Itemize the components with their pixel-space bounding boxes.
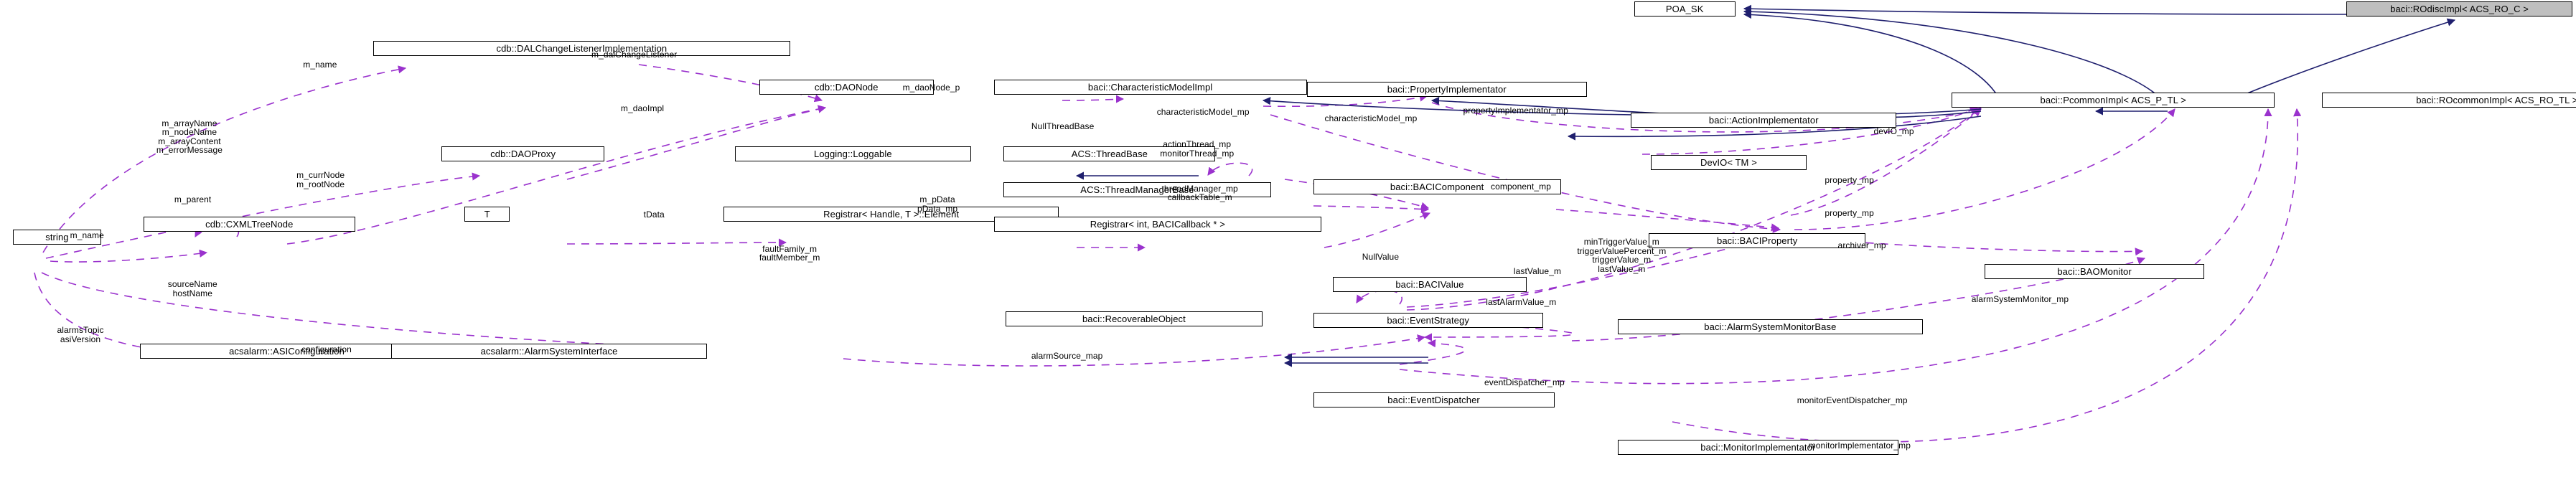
class-node-rodiscimpl[interactable]: baci::ROdiscImpl< ACS_RO_C > [2346, 1, 2573, 17]
inheritance-edges [1075, 4, 2456, 367]
edge-label-m_name_top: m_name [303, 59, 337, 70]
class-node-devio[interactable]: DevIO< TM > [1650, 154, 1807, 170]
class-node-recoverableobject[interactable]: baci::RecoverableObject [1005, 311, 1263, 326]
class-node-dalchangelistener[interactable]: cdb::DALChangeListenerImplementation [373, 40, 790, 56]
edge-label-eventdispatcher_mp: eventDispatcher_mp [1484, 377, 1565, 387]
edge-label-m_daoimpl: m_daoImpl [620, 103, 665, 114]
class-node-string[interactable]: string [13, 230, 101, 245]
class-node-t[interactable]: T [464, 207, 510, 222]
class-node-poask[interactable]: POA_SK [1634, 1, 1736, 17]
edge-label-component_mp: component_mp [1491, 182, 1551, 192]
class-node-daoproxy[interactable]: cdb::DAOProxy [441, 146, 605, 162]
class-node-loggable[interactable]: Logging::Loggable [734, 146, 971, 162]
class-node-pcommonimpl[interactable]: baci::PcommonImpl< ACS_P_TL > [1952, 93, 2275, 108]
edge-label-archiver_mp: archiver_mp [1837, 240, 1886, 250]
class-node-eventstrategy[interactable]: baci::EventStrategy [1313, 312, 1543, 328]
class-node-eventdispatcher[interactable]: baci::EventDispatcher [1313, 392, 1555, 408]
class-node-daonode[interactable]: cdb::DAONode [759, 80, 934, 95]
class-node-bacivalue[interactable]: baci::BACIValue [1332, 276, 1527, 292]
edge-label-nullthreadbase: NullThreadBase [1031, 121, 1095, 132]
edge-label-property_mp2: property_mp [1825, 207, 1874, 218]
edge-label-m_parent: m_parent [174, 194, 212, 205]
class-node-registrar_int[interactable]: Registrar< int, BACICallback * > [993, 216, 1321, 232]
class-node-registrar_handle[interactable]: Registrar< Handle, T >::Element [723, 207, 1059, 222]
edge-label-m_daochangelistener: m_dalChangeListener [591, 50, 678, 60]
edge-label-monitorimplementator_mp: monitorImplementator_mp [1808, 440, 1911, 451]
class-node-rocommonimpl[interactable]: baci::ROcommonImpl< ACS_RO_TL > [2321, 93, 2576, 108]
edge-label-property_mp1: property_mp [1825, 175, 1874, 186]
class-node-cxmltreenode[interactable]: cdb::CXMLTreeNode [143, 216, 355, 232]
edge-label-mintrigger: minTriggerValue_m triggerValuePercent_m … [1577, 237, 1667, 274]
class-node-propertyimplementator[interactable]: baci::PropertyImplementator [1306, 81, 1587, 97]
class-node-threadmanagerbase[interactable]: ACS::ThreadManagerBase [1003, 182, 1271, 198]
edge-label-sourcename: sourceName hostName [167, 279, 217, 298]
class-node-alarmsysteminterface[interactable]: acsalarm::AlarmSystemInterface [390, 343, 708, 359]
edge-label-alarmstopic: alarmsTopic asiVersion [57, 325, 104, 344]
edge-label-lastalarmvalue_m: lastAlarmValue_m [1486, 297, 1557, 308]
edge-label-characteristicmodel_mp1: characteristicModel_mp [1156, 106, 1250, 117]
edge-label-faultfamily: faultFamily_m faultMember_m [759, 243, 820, 263]
class-node-baciproperty[interactable]: baci::BACIProperty [1649, 232, 1866, 248]
edge-label-lastvalue_m_left: lastValue_m [1513, 266, 1562, 277]
edge-label-configuration: configuration [301, 344, 352, 355]
edge-label-devio_mp: devIO_mp [1873, 126, 1914, 137]
edge-label-monitoreventdispatcher_mp: monitorEventDispatcher_mp [1797, 395, 1908, 405]
class-node-asiconfig[interactable]: acsalarm::ASIConfiguration [140, 343, 434, 359]
class-node-alarmsystemmonitorbase[interactable]: baci::AlarmSystemMonitorBase [1618, 319, 1923, 334]
edge-label-actionthread: actionThread_mp monitorThread_mp [1160, 139, 1235, 159]
edge-label-m_arraynames: m_arrayName m_nodeName m_arrayContent m_… [156, 118, 223, 156]
edge-label-m_pdata: m_pData pData_mp [917, 194, 958, 214]
usage-edges [34, 64, 2302, 443]
edge-label-propertyimplementator_mp: propertyImplementator_mp [1463, 105, 1568, 116]
edge-label-alarmsystemmonitor_mp: alarmSystemMonitor_mp [1971, 293, 2069, 304]
edge-label-alarmsource_map: alarmSource_map [1031, 351, 1103, 362]
class-node-bacicomponent[interactable]: baci::BACIComponent [1313, 179, 1561, 194]
edge-label-m_currnode: m_currNode m_rootNode [296, 170, 345, 189]
class-node-monitorimplementator[interactable]: baci::MonitorImplementator [1618, 439, 1898, 455]
edge-label-m_name_left: m_name [70, 230, 104, 241]
class-node-threadbase[interactable]: ACS::ThreadBase [1003, 146, 1216, 162]
class-node-baciomonitor[interactable]: baci::BAOMonitor [1984, 263, 2205, 279]
edge-label-m_daonode_p: m_daoNode_p [902, 82, 960, 93]
edge-label-tdata: tData [643, 209, 665, 220]
edge-label-characteristicmodel_mp2: characteristicModel_mp [1324, 113, 1418, 123]
class-node-actionimplementator[interactable]: baci::ActionImplementator [1631, 112, 1897, 128]
edge-label-nullvalue: NullValue [1362, 251, 1400, 262]
edge-label-threadmanager: threadManager_mp callbackTable_m [1161, 183, 1238, 202]
class-node-characteristicmodelimpl[interactable]: baci::CharacteristicModelImpl [993, 80, 1307, 95]
